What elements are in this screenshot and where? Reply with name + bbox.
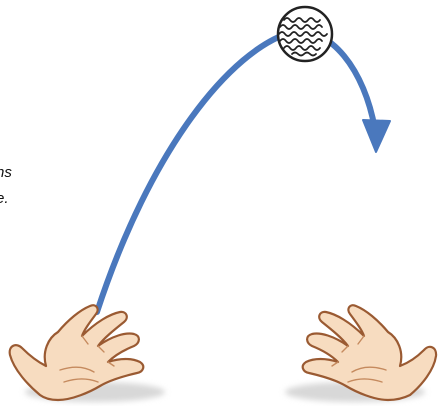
caption-line-1: ns	[0, 164, 12, 181]
juggling-ball-icon	[276, 5, 334, 63]
right-open-hand-icon	[285, 304, 438, 402]
caption-line-2: e.	[0, 190, 9, 207]
arc-arrowhead	[362, 119, 391, 153]
throw-arc	[94, 28, 378, 315]
left-open-hand-icon	[8, 304, 165, 402]
